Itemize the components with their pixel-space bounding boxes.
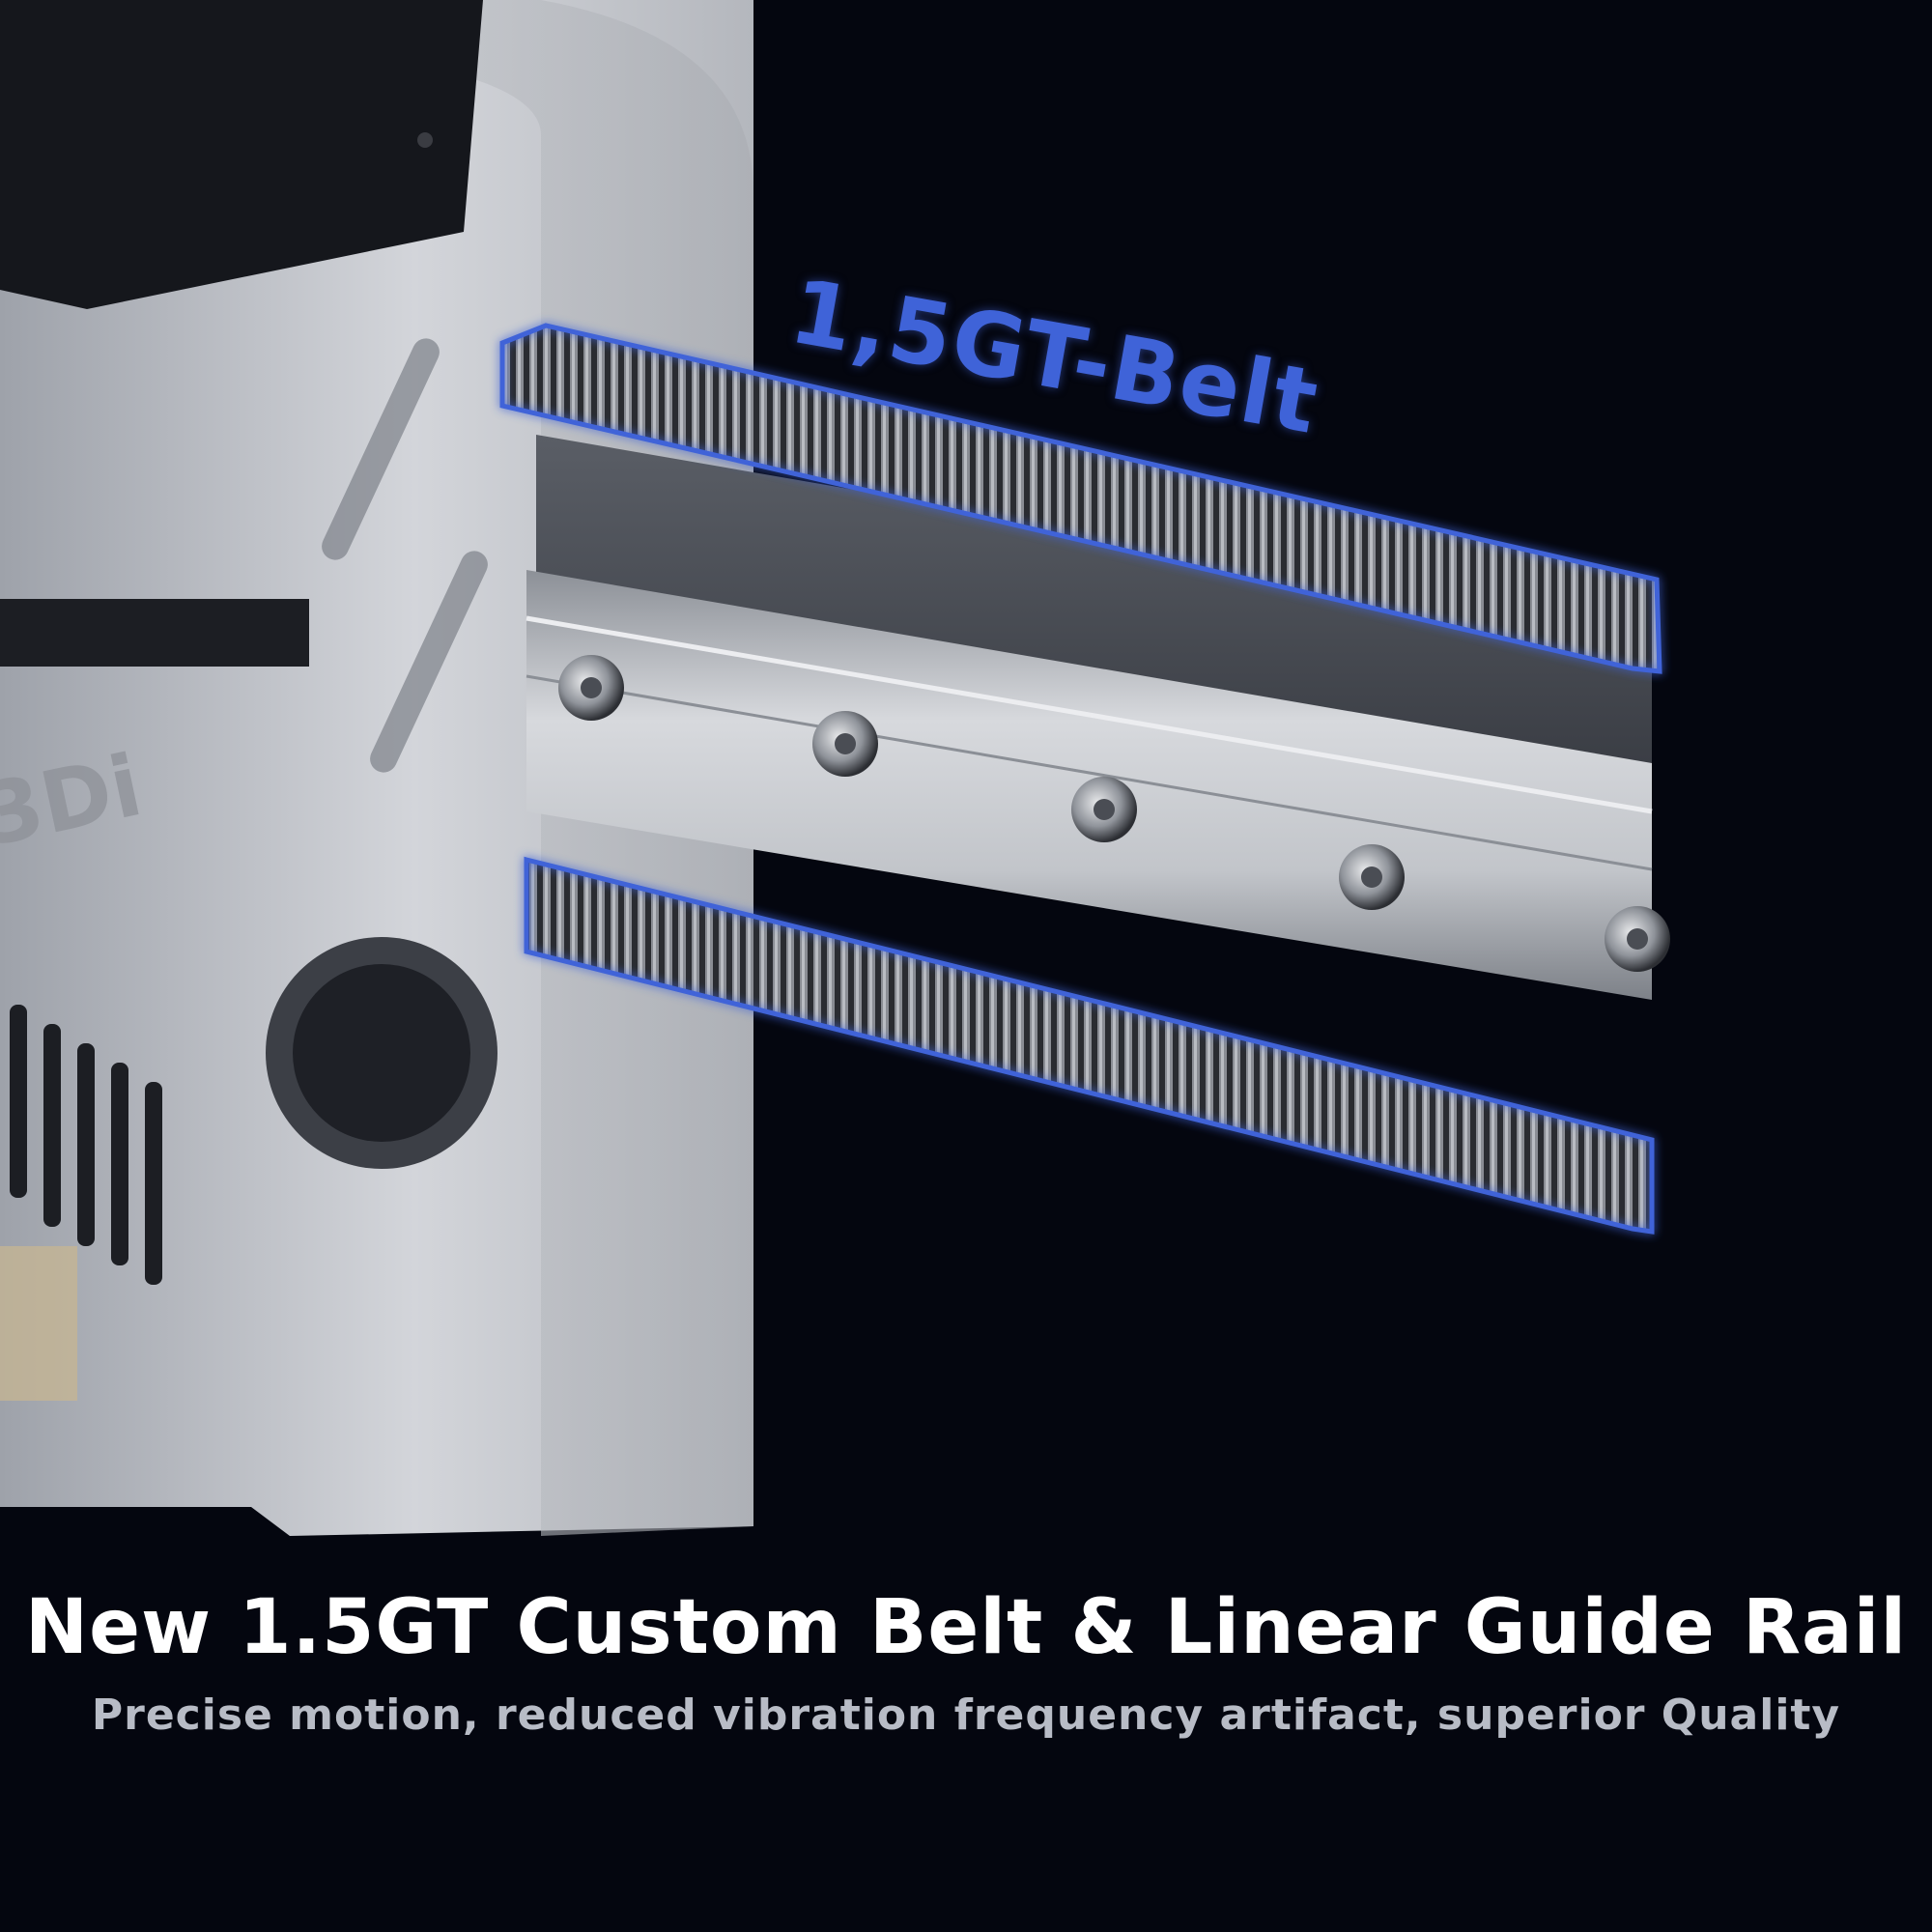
rail-screws <box>558 655 1670 972</box>
subheadline: Precise motion, reduced vibration freque… <box>91 1690 1841 1740</box>
lower-belt <box>524 856 1655 1235</box>
linear-guide-rail <box>526 435 1670 1000</box>
headline: New 1.5GT Custom Belt & Linear Guide Rai… <box>24 1584 1908 1671</box>
upper-belt <box>499 323 1662 674</box>
